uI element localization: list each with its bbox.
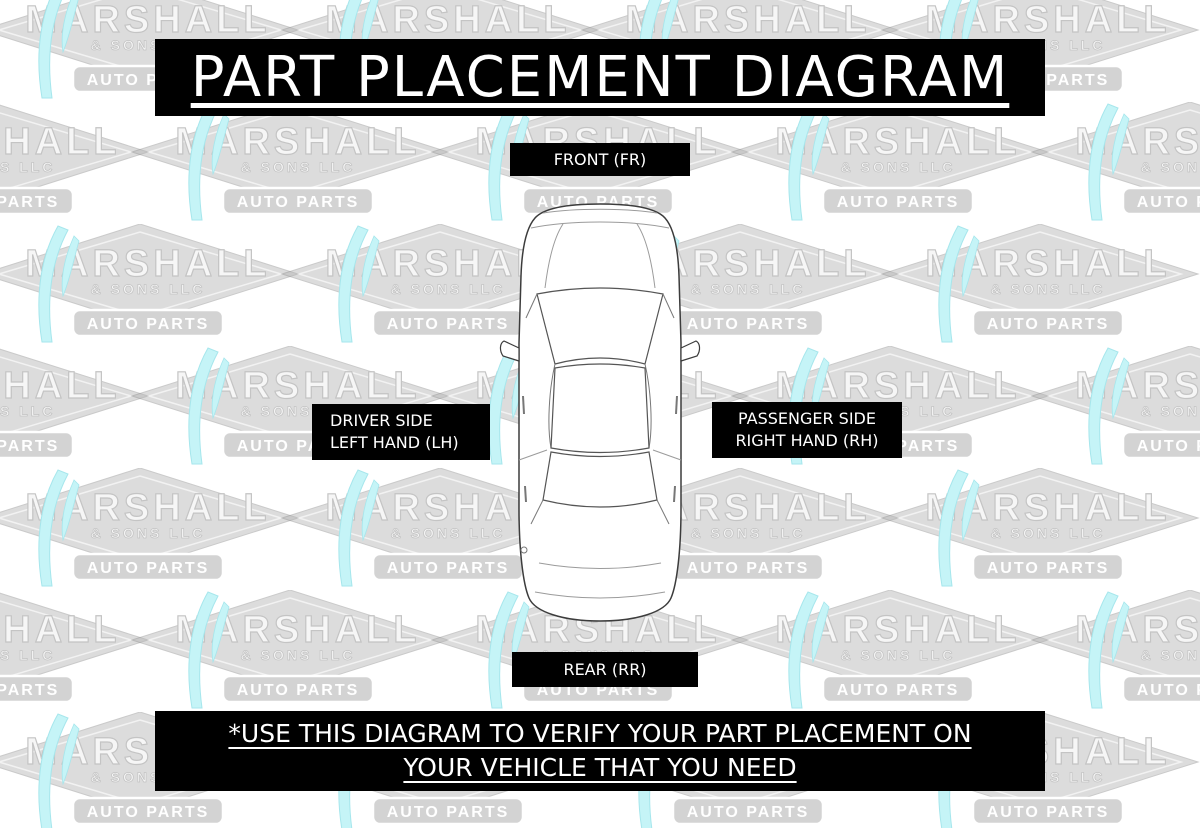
watermark-logo bbox=[1030, 590, 1200, 710]
label-front: FRONT (FR) bbox=[510, 143, 690, 176]
label-driver-line2: LEFT HAND (LH) bbox=[330, 433, 459, 452]
watermark-logo bbox=[0, 224, 300, 344]
watermark-logo bbox=[880, 224, 1200, 344]
label-passenger-line2: RIGHT HAND (RH) bbox=[735, 431, 879, 450]
label-driver-side: DRIVER SIDE LEFT HAND (LH) bbox=[312, 404, 490, 460]
watermark-logo bbox=[730, 590, 1050, 710]
car-windshield bbox=[536, 287, 664, 365]
watermark-logo bbox=[1030, 346, 1200, 466]
car-rear-window bbox=[542, 451, 658, 508]
footer-note-line1: *USE THIS DIAGRAM TO VERIFY YOUR PART PL… bbox=[228, 719, 972, 749]
car-door-handle-front-left bbox=[522, 395, 525, 415]
label-passenger-line1: PASSENGER SIDE bbox=[738, 409, 876, 429]
page-title: PART PLACEMENT DIAGRAM bbox=[190, 45, 1010, 110]
label-passenger-side: PASSENGER SIDE RIGHT HAND (RH) bbox=[712, 402, 902, 458]
watermark-logo bbox=[130, 102, 450, 222]
car-door-handle-rear-left bbox=[524, 485, 527, 503]
watermark-logo bbox=[1030, 102, 1200, 222]
label-driver-line1: DRIVER SIDE bbox=[330, 411, 433, 431]
title-banner: PART PLACEMENT DIAGRAM bbox=[155, 39, 1045, 116]
label-front-text: FRONT (FR) bbox=[553, 150, 647, 169]
car-mirror-left bbox=[499, 340, 520, 362]
car-door-handle-front-right bbox=[675, 395, 678, 415]
watermark-logo bbox=[0, 102, 150, 222]
footer-note-line2: YOUR VEHICLE THAT YOU NEED bbox=[403, 753, 797, 782]
watermark-logo bbox=[0, 346, 150, 466]
watermark-logo bbox=[730, 102, 1050, 222]
label-rear-text: REAR (RR) bbox=[563, 660, 647, 679]
watermark-logo bbox=[0, 468, 300, 588]
label-rear: REAR (RR) bbox=[512, 652, 698, 687]
watermark-logo bbox=[0, 590, 150, 710]
car-door-handle-rear-right bbox=[673, 485, 676, 503]
watermark-logo bbox=[880, 468, 1200, 588]
car-roof bbox=[550, 363, 650, 454]
footer-banner: *USE THIS DIAGRAM TO VERIFY YOUR PART PL… bbox=[155, 711, 1045, 791]
car-mirror-right bbox=[680, 340, 701, 362]
car-top-view-diagram bbox=[495, 198, 705, 628]
watermark-logo bbox=[130, 590, 450, 710]
